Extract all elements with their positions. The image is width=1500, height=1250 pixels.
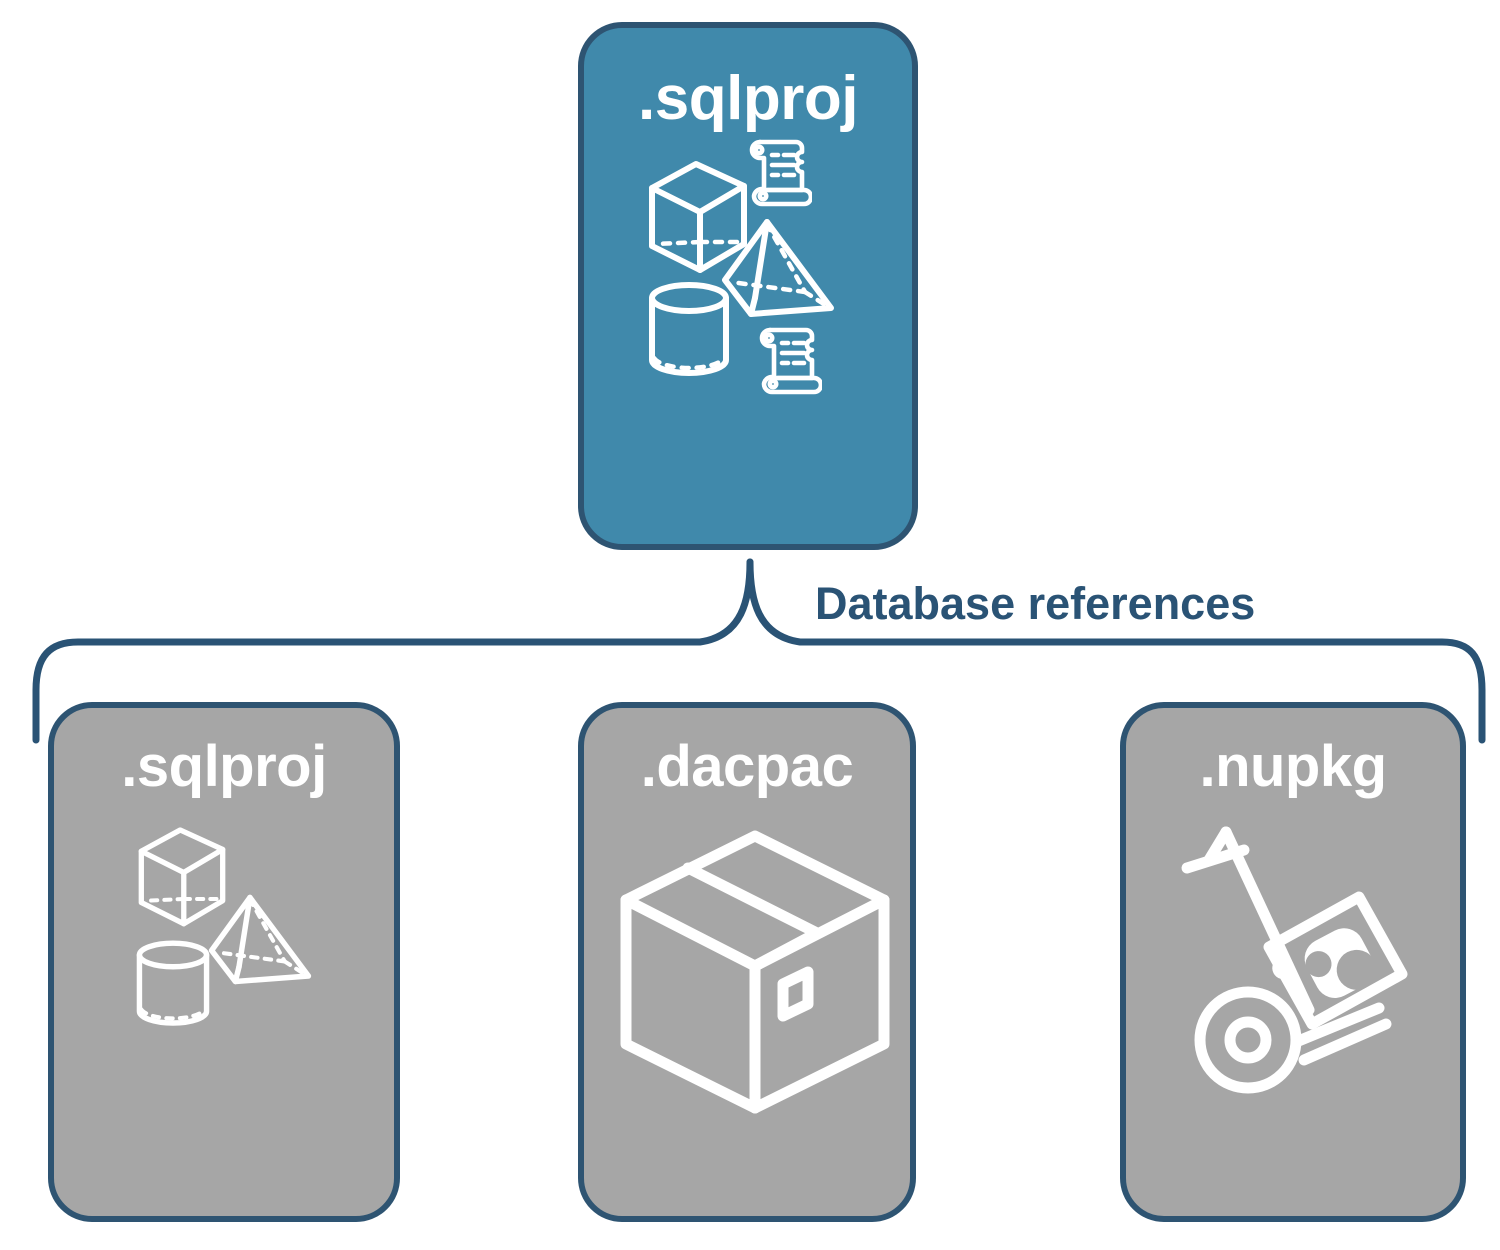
node-root-title: .sqlproj [638,64,858,133]
cube-wireframe-icon [136,824,228,933]
cylinder-wireframe-icon [134,938,212,1035]
brace-label-database-references: Database references [815,578,1256,629]
shipping-box-icon [612,820,898,1125]
cylinder-wireframe-icon [646,280,732,385]
node-root-icon-group [584,130,912,544]
node-root-sqlproj[interactable]: .sqlproj [578,22,918,550]
node-reference-nupkg-title: .nupkg [1199,734,1387,799]
node-reference-sqlproj-icon-group [54,796,394,1216]
cube-wireframe-icon [646,158,750,279]
hand-truck-package-icon [1174,824,1424,1099]
node-reference-sqlproj-title: .sqlproj [121,734,327,799]
pyramid-wireframe-icon [206,892,314,992]
node-reference-dacpac[interactable]: .dacpac [578,702,916,1222]
node-reference-dacpac-title: .dacpac [640,734,854,799]
pyramid-wireframe-icon [719,216,837,325]
node-reference-sqlproj[interactable]: .sqlproj [48,702,400,1222]
scroll-icon [754,322,824,403]
node-reference-nupkg-icon-group [1126,796,1460,1216]
node-reference-dacpac-icon-group [584,796,910,1216]
scroll-icon [744,134,814,215]
node-reference-nupkg[interactable]: .nupkg [1120,702,1466,1222]
